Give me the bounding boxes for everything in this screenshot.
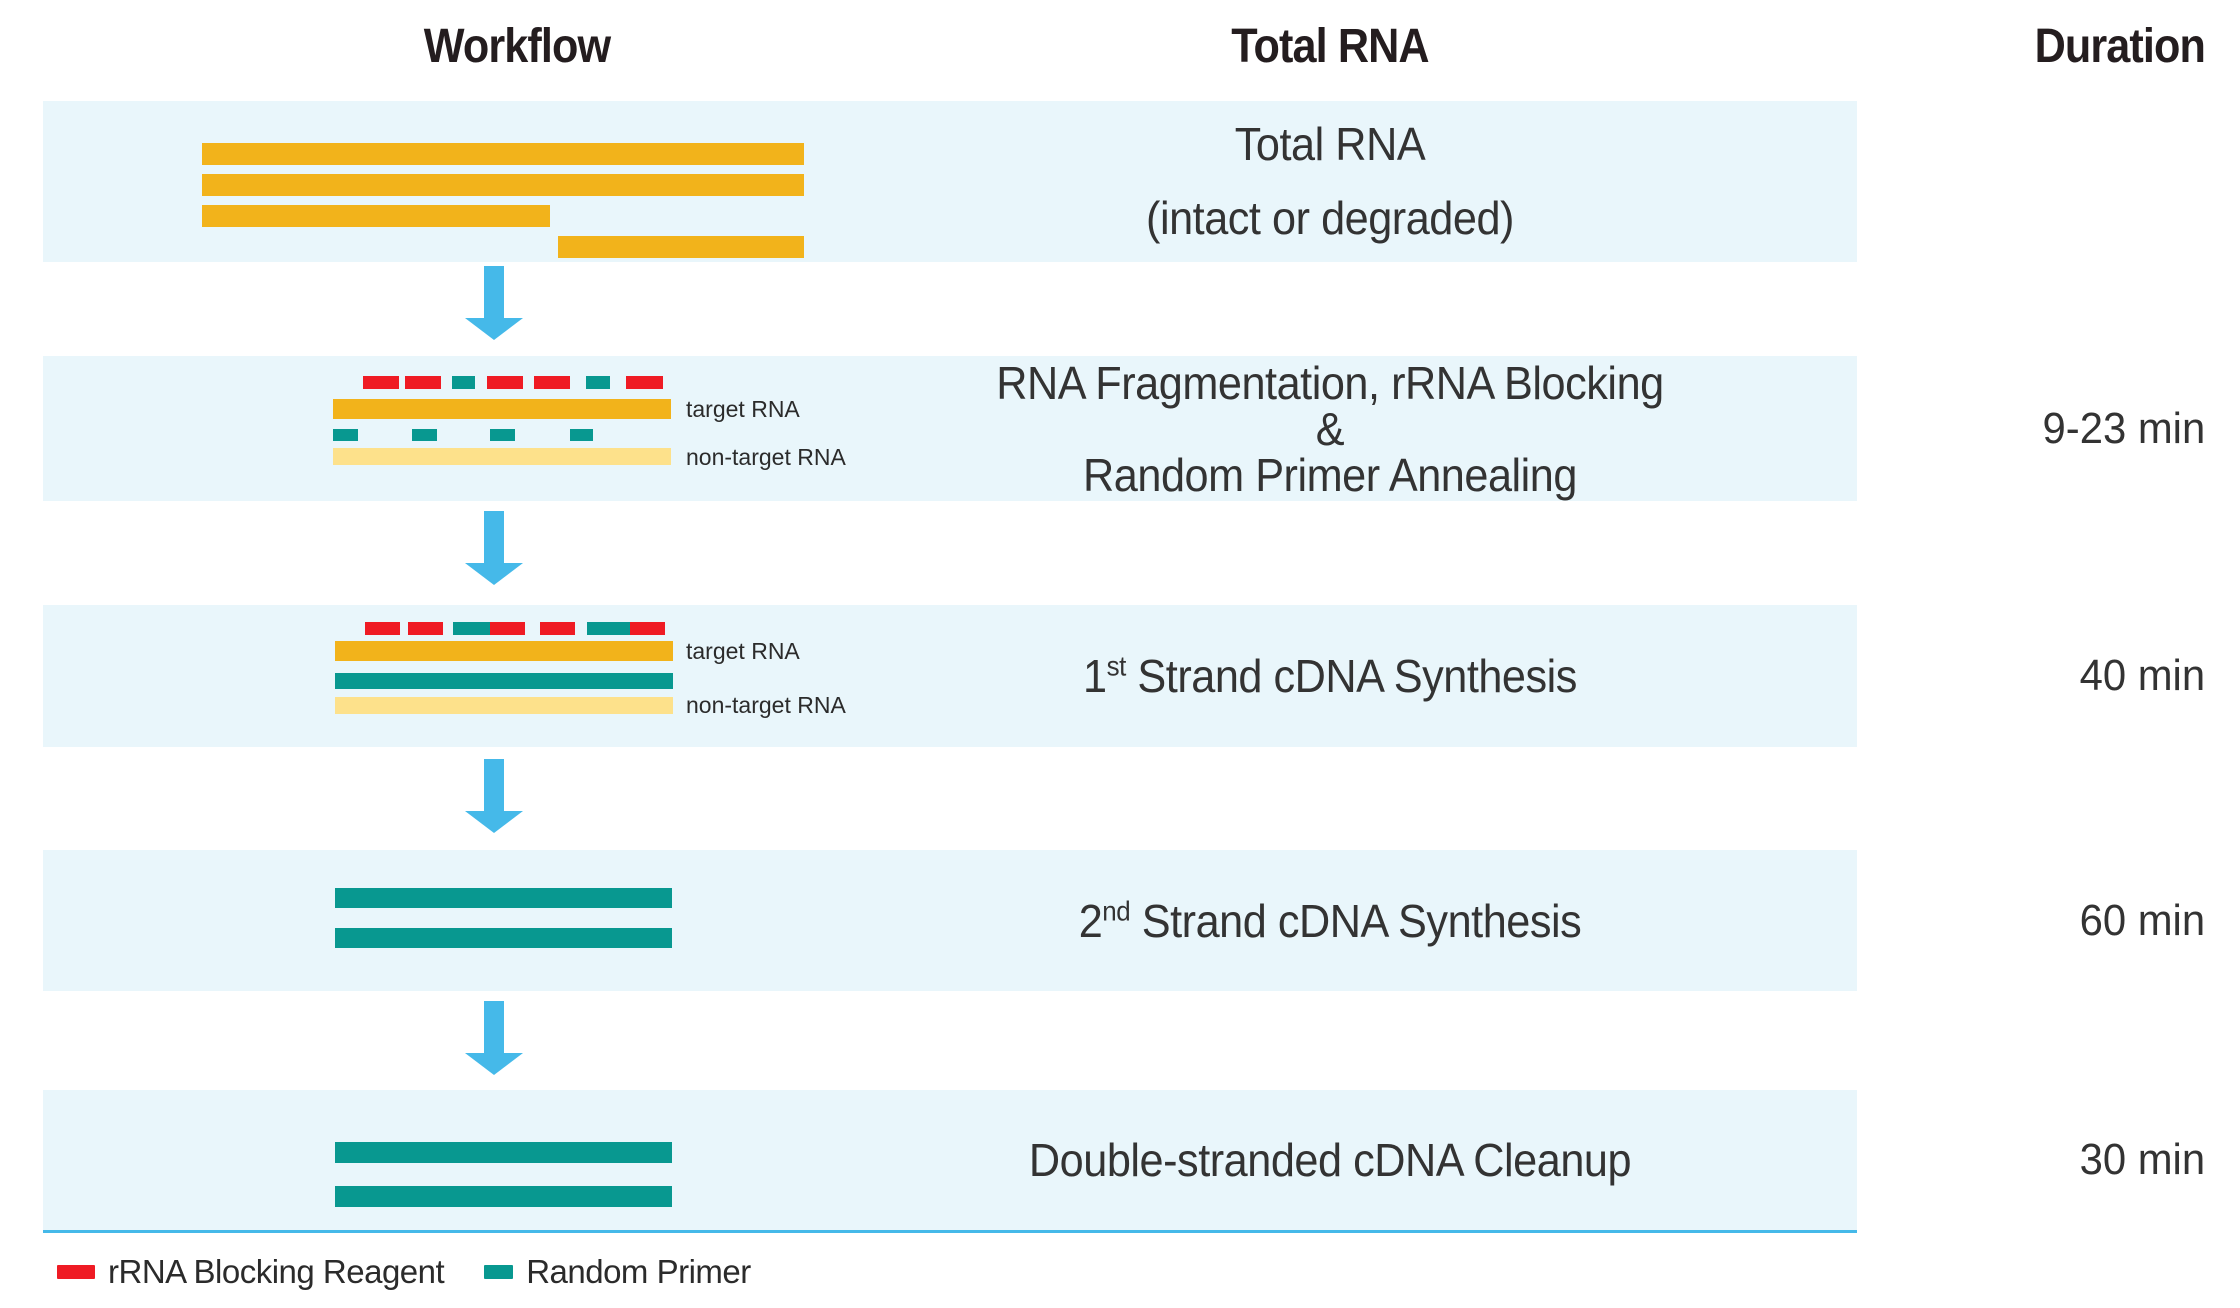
non-target-rna-bar	[333, 448, 671, 465]
step-line: (intact or degraded)	[1146, 191, 1514, 244]
step-line: RNA Fragmentation, rRNA Blocking	[996, 356, 1664, 409]
step-line: Total RNA	[1234, 117, 1426, 170]
step-text-cleanup: Double-stranded cDNA Cleanup	[900, 1090, 1760, 1230]
cdna-strand-bar	[335, 1142, 672, 1163]
rrna-blocking-dash	[490, 622, 525, 635]
step-text-first-strand: 1st Strand cDNA Synthesis	[900, 605, 1760, 747]
random-primer-dash	[490, 429, 515, 441]
cdna-strand-bar	[335, 888, 672, 908]
step-text-second-strand: 2nd Strand cDNA Synthesis	[900, 850, 1760, 991]
rna-fragment-bar	[558, 236, 804, 258]
down-arrow-stem	[484, 266, 504, 318]
target-rna-bar	[333, 399, 671, 419]
down-arrow-stem	[484, 511, 504, 563]
first-strand-cdna-bar	[335, 673, 673, 689]
rrna-blocking-swatch-icon	[57, 1265, 95, 1279]
step-line: Double-stranded cDNA Cleanup	[1028, 1134, 1632, 1186]
rna-fragment-bar	[202, 143, 804, 165]
down-arrow-head	[465, 318, 523, 340]
column-header-workflow-label: Workflow	[423, 19, 611, 73]
random-primer-dash	[587, 622, 630, 635]
ordinal-superscript: st	[1106, 650, 1127, 682]
non-target-rna-bar	[335, 697, 673, 714]
step-text-fragmentation: RNA Fragmentation, rRNA Blocking & Rando…	[900, 356, 1760, 501]
cdna-strand-bar	[335, 1186, 672, 1207]
rrna-blocking-dash	[365, 622, 400, 635]
down-arrow-head	[465, 563, 523, 585]
duration-value: 60 min	[2079, 895, 2205, 945]
rrna-blocking-dash	[408, 622, 443, 635]
column-header-duration-label: Duration	[2034, 19, 2206, 73]
band-row-second-strand	[43, 850, 1857, 991]
random-primer-dash	[453, 622, 490, 635]
step-line: 1st Strand cDNA Synthesis	[1083, 650, 1577, 702]
duration-value: 30 min	[2079, 1135, 2205, 1184]
rrna-blocking-dash	[540, 622, 575, 635]
column-header-total-rna: Total RNA	[900, 14, 1760, 78]
column-header-workflow: Workflow	[217, 14, 817, 78]
random-primer-dash	[586, 376, 610, 389]
band-row-fragmentation	[43, 356, 1857, 501]
target-rna-label: target RNA	[686, 396, 800, 422]
ordinal-superscript: nd	[1102, 895, 1131, 927]
rrna-blocking-dash	[534, 376, 570, 389]
target-rna-bar	[335, 641, 673, 661]
duration-value: 9-23 min	[2042, 403, 2205, 453]
rrna-blocking-dash	[626, 376, 663, 389]
random-primer-swatch-icon	[484, 1265, 514, 1279]
rna-fragment-bar	[202, 205, 550, 227]
step-line: 2nd Strand cDNA Synthesis	[1078, 894, 1582, 947]
step-line: &	[1315, 402, 1345, 455]
non-target-rna-label: non-target RNA	[686, 444, 846, 470]
cdna-strand-bar	[335, 928, 672, 948]
non-target-rna-label: non-target RNA	[686, 692, 846, 718]
legend-item-random-primer: Random Primer	[484, 1253, 751, 1291]
down-arrow-stem	[484, 1001, 504, 1053]
rrna-blocking-dash	[630, 622, 665, 635]
rrna-blocking-dash	[487, 376, 523, 389]
legend-label: rRNA Blocking Reagent	[108, 1253, 445, 1290]
legend-item-rrna-blocking: rRNA Blocking Reagent	[57, 1253, 445, 1291]
step-text-total-rna: Total RNA (intact or degraded)	[900, 101, 1760, 262]
random-primer-dash	[452, 376, 475, 389]
legend: rRNA Blocking Reagent Random Primer	[57, 1248, 751, 1296]
random-primer-dash	[333, 429, 358, 441]
random-primer-dash	[412, 429, 437, 441]
down-arrow-icon	[465, 759, 523, 833]
random-primer-dash	[570, 429, 593, 441]
down-arrow-head	[465, 811, 523, 833]
down-arrow-stem	[484, 759, 504, 811]
down-arrow-icon	[465, 1001, 523, 1075]
duration-value: 40 min	[2079, 651, 2205, 700]
down-arrow-icon	[465, 266, 523, 340]
down-arrow-icon	[465, 511, 523, 585]
rrna-blocking-dash	[363, 376, 399, 389]
rna-fragment-bar	[202, 174, 804, 196]
column-header-duration: Duration	[1905, 14, 2206, 78]
target-rna-label: target RNA	[686, 638, 800, 664]
legend-label: Random Primer	[526, 1253, 751, 1290]
rrna-blocking-dash	[405, 376, 441, 389]
step-line: Random Primer Annealing	[1083, 448, 1577, 501]
down-arrow-head	[465, 1053, 523, 1075]
column-header-total-rna-label: Total RNA	[1231, 19, 1429, 73]
